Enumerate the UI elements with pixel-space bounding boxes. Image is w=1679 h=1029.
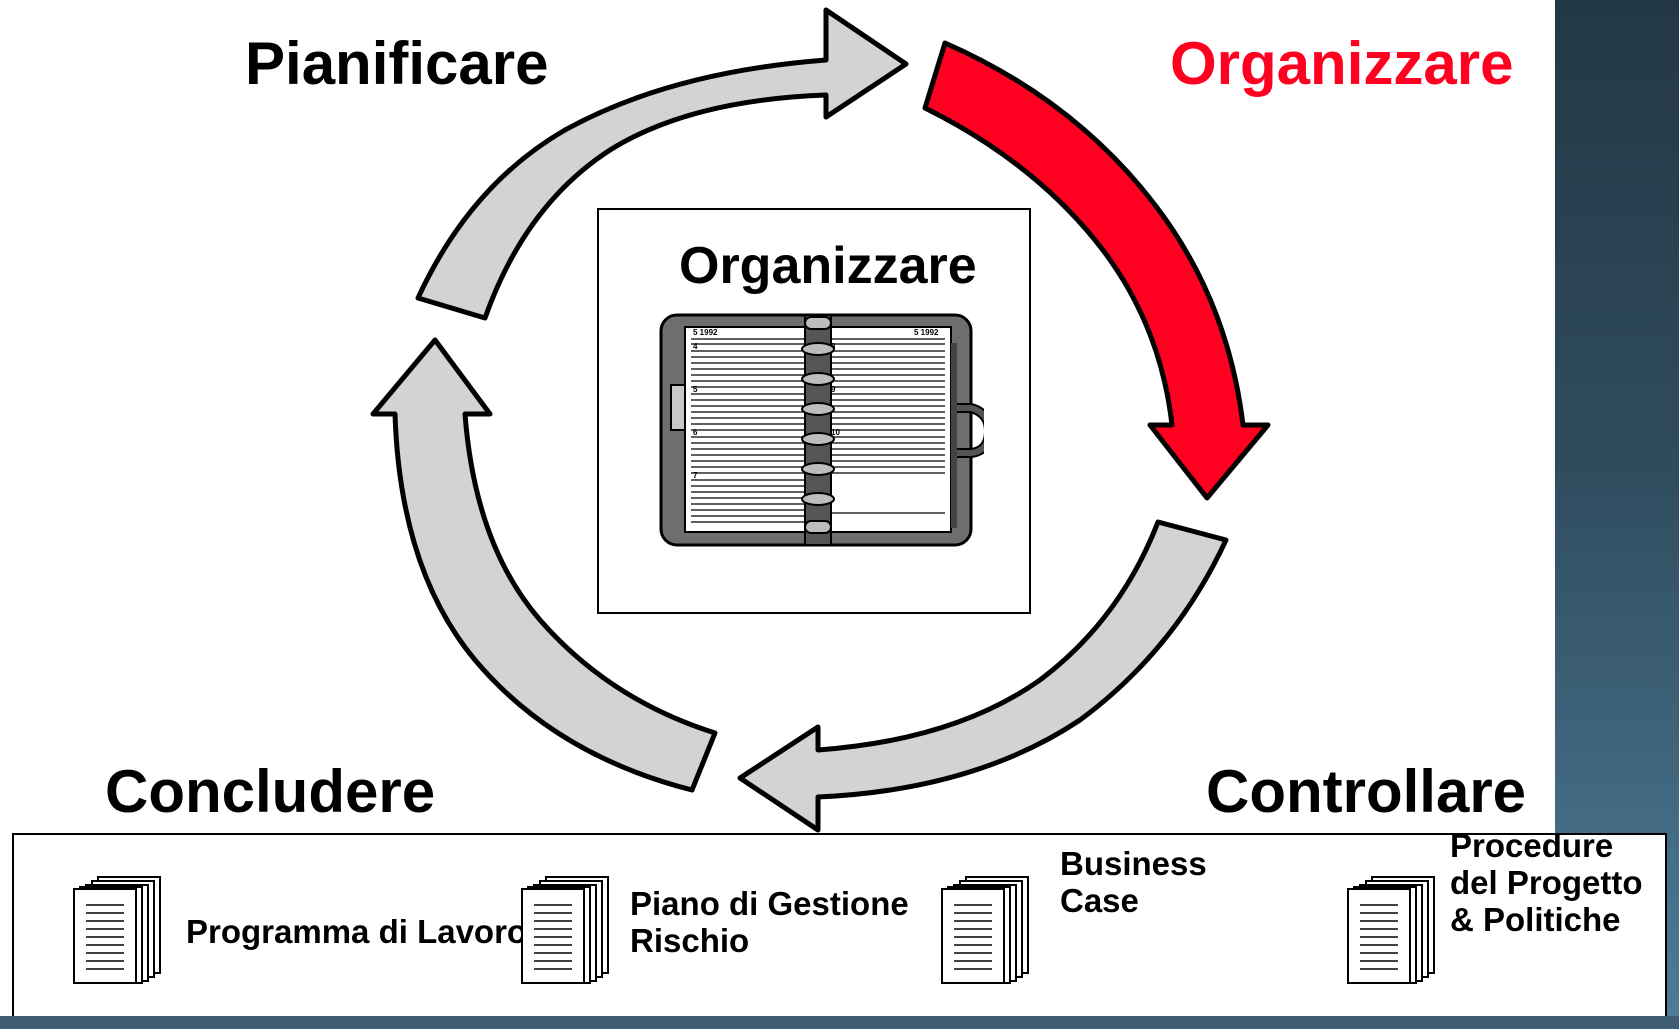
- center-title: Organizzare: [679, 237, 977, 295]
- decorative-bottom-strip: [0, 1016, 1679, 1029]
- center-panel: Organizzare: [597, 208, 1031, 614]
- planner-day: 10: [831, 428, 840, 437]
- phase-label-close: Concludere: [105, 758, 436, 825]
- planner-year-left: 5 1992: [693, 328, 718, 337]
- document-stack-icon: [73, 876, 161, 984]
- planner-day: 5: [693, 385, 698, 394]
- planner-year-right: 5 1992: [914, 328, 939, 337]
- arrow-control-to-close: [737, 519, 1229, 833]
- phase-label-organize: Organizzare: [1170, 30, 1514, 97]
- document-stack-icon: [1347, 876, 1435, 984]
- arrow-organize-to-control: [922, 40, 1271, 501]
- planner-day: 9: [831, 385, 836, 394]
- document-stack-icon: [521, 876, 609, 984]
- planner-day: 4: [693, 342, 698, 351]
- doc-business-case: Business Case: [1060, 845, 1207, 919]
- phase-label-plan: Pianificare: [245, 30, 549, 97]
- document-stack-icon: [941, 876, 1029, 984]
- doc-procedures-policies: Procedure del Progetto & Politiche: [1450, 827, 1643, 938]
- phase-label-control: Controllare: [1206, 758, 1527, 825]
- planner-day: 6: [693, 428, 698, 437]
- doc-work-programme: Programma di Lavoro: [186, 913, 528, 950]
- planner-binder-icon: 5 1992 5 1992 4 5 6 7 8 9 10: [659, 313, 984, 547]
- documents-panel: Programma di Lavoro Piano di Gestione Ri…: [12, 827, 1667, 1022]
- arrow-plan-to-organize: [415, 7, 909, 321]
- doc-risk-plan: Piano di Gestione Rischio: [630, 885, 909, 959]
- arrow-close-to-plan: [370, 337, 718, 793]
- planner-day: 7: [693, 471, 698, 480]
